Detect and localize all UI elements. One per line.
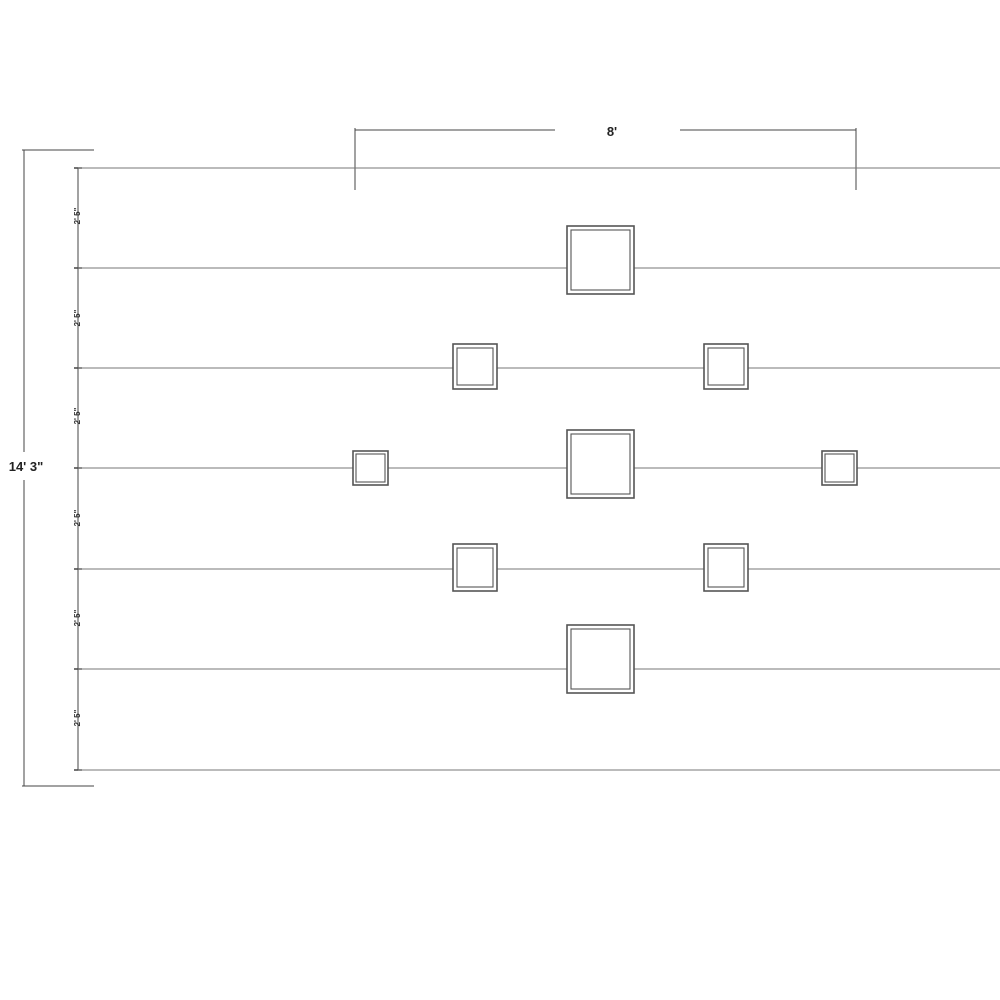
large-frame bbox=[566, 429, 635, 499]
row-spacing-label: 2' 5" bbox=[73, 309, 82, 326]
row-spacing-label: 2' 5" bbox=[73, 509, 82, 526]
row-spacing-label: 2' 5" bbox=[73, 709, 82, 726]
width-dimension: 8' bbox=[354, 124, 857, 190]
row-spacing-label: 2' 5" bbox=[73, 407, 82, 424]
medium-frame bbox=[452, 343, 498, 390]
row-spacing-dimensions: 2' 5" 2' 5" 2' 5" 2' 5" 2' 5" 2' 5" bbox=[73, 167, 82, 771]
row-spacing-label: 2' 5" bbox=[73, 207, 82, 224]
frames bbox=[352, 225, 858, 694]
height-dimension-label: 14' 3" bbox=[9, 459, 44, 474]
small-frame bbox=[821, 450, 858, 486]
width-dimension-label: 8' bbox=[607, 124, 617, 139]
small-frame bbox=[352, 450, 389, 486]
medium-frame bbox=[452, 543, 498, 592]
medium-frame bbox=[703, 343, 749, 390]
large-frame bbox=[566, 225, 635, 295]
row-spacing-label: 2' 5" bbox=[73, 609, 82, 626]
medium-frame bbox=[703, 543, 749, 592]
rails bbox=[78, 167, 1000, 771]
height-dimension: 14' 3" bbox=[9, 149, 94, 787]
large-frame bbox=[566, 624, 635, 694]
